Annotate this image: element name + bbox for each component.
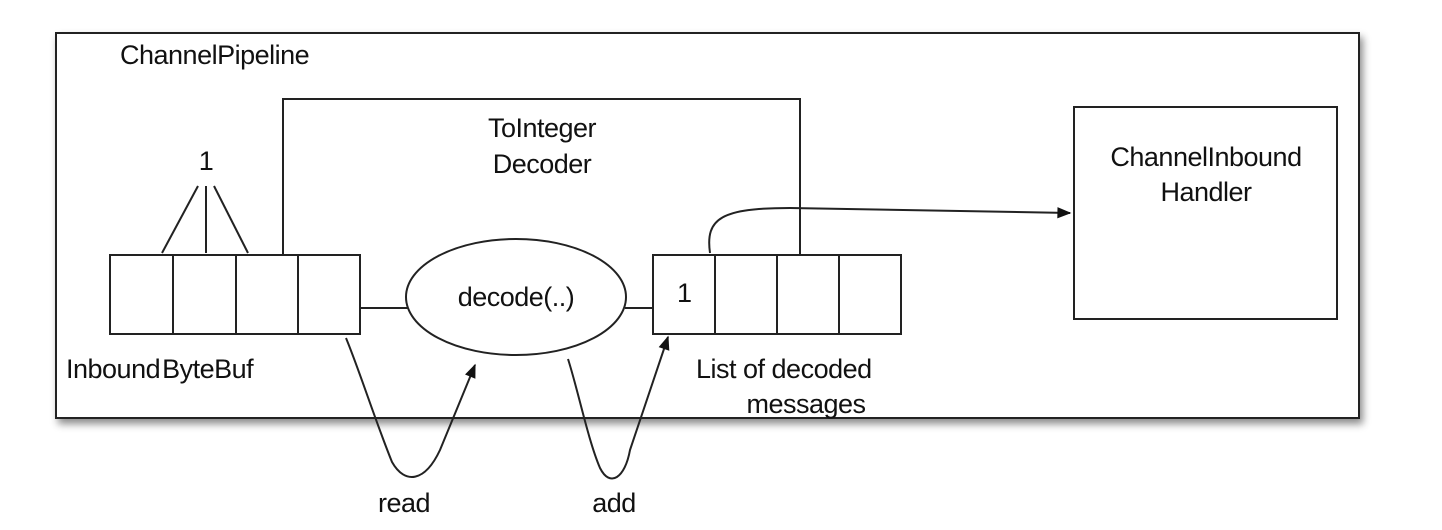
channel-pipeline-title: ChannelPipeline — [120, 40, 309, 70]
bytebuf-pointer-label: 1 — [199, 146, 214, 176]
decode-method-ellipse — [405, 238, 627, 356]
add-flow-label: add — [592, 488, 636, 518]
decoded-list-label-line1: List of decoded — [696, 354, 872, 384]
read-flow-arrow — [345, 337, 476, 478]
decoded-list-cell-3 — [776, 254, 840, 335]
channel-inbound-handler-box — [1073, 106, 1338, 320]
bytebuf-cell-2 — [172, 254, 237, 335]
decoded-list-cell-1 — [652, 254, 716, 335]
decoded-list-first-value: 1 — [677, 278, 692, 308]
decoded-list-label-line2: messages — [746, 389, 865, 419]
decoded-list — [652, 254, 902, 335]
decoded-list-cell-4 — [838, 254, 902, 335]
decoder-title-line1: ToInteger — [488, 113, 597, 143]
bytebuf-pointer-lines — [161, 185, 249, 254]
add-flow-arrow — [567, 335, 670, 480]
handler-label-line1: ChannelInbound — [1110, 142, 1301, 172]
handler-label-line2: Handler — [1160, 177, 1252, 207]
bytebuf-cell-4 — [297, 254, 361, 335]
list-to-handler-arrow — [708, 206, 1072, 254]
decoder-title-line2: Decoder — [493, 149, 592, 179]
bytebuf-label: Inbound ByteBuf — [66, 354, 254, 384]
inbound-bytebuf — [109, 254, 361, 335]
bytebuf-cell-3 — [235, 254, 299, 335]
read-flow-label: read — [378, 488, 430, 518]
bytebuf-cell-1 — [109, 254, 174, 335]
decoded-list-cell-2 — [714, 254, 778, 335]
decode-method-label: decode(..) — [458, 282, 575, 312]
